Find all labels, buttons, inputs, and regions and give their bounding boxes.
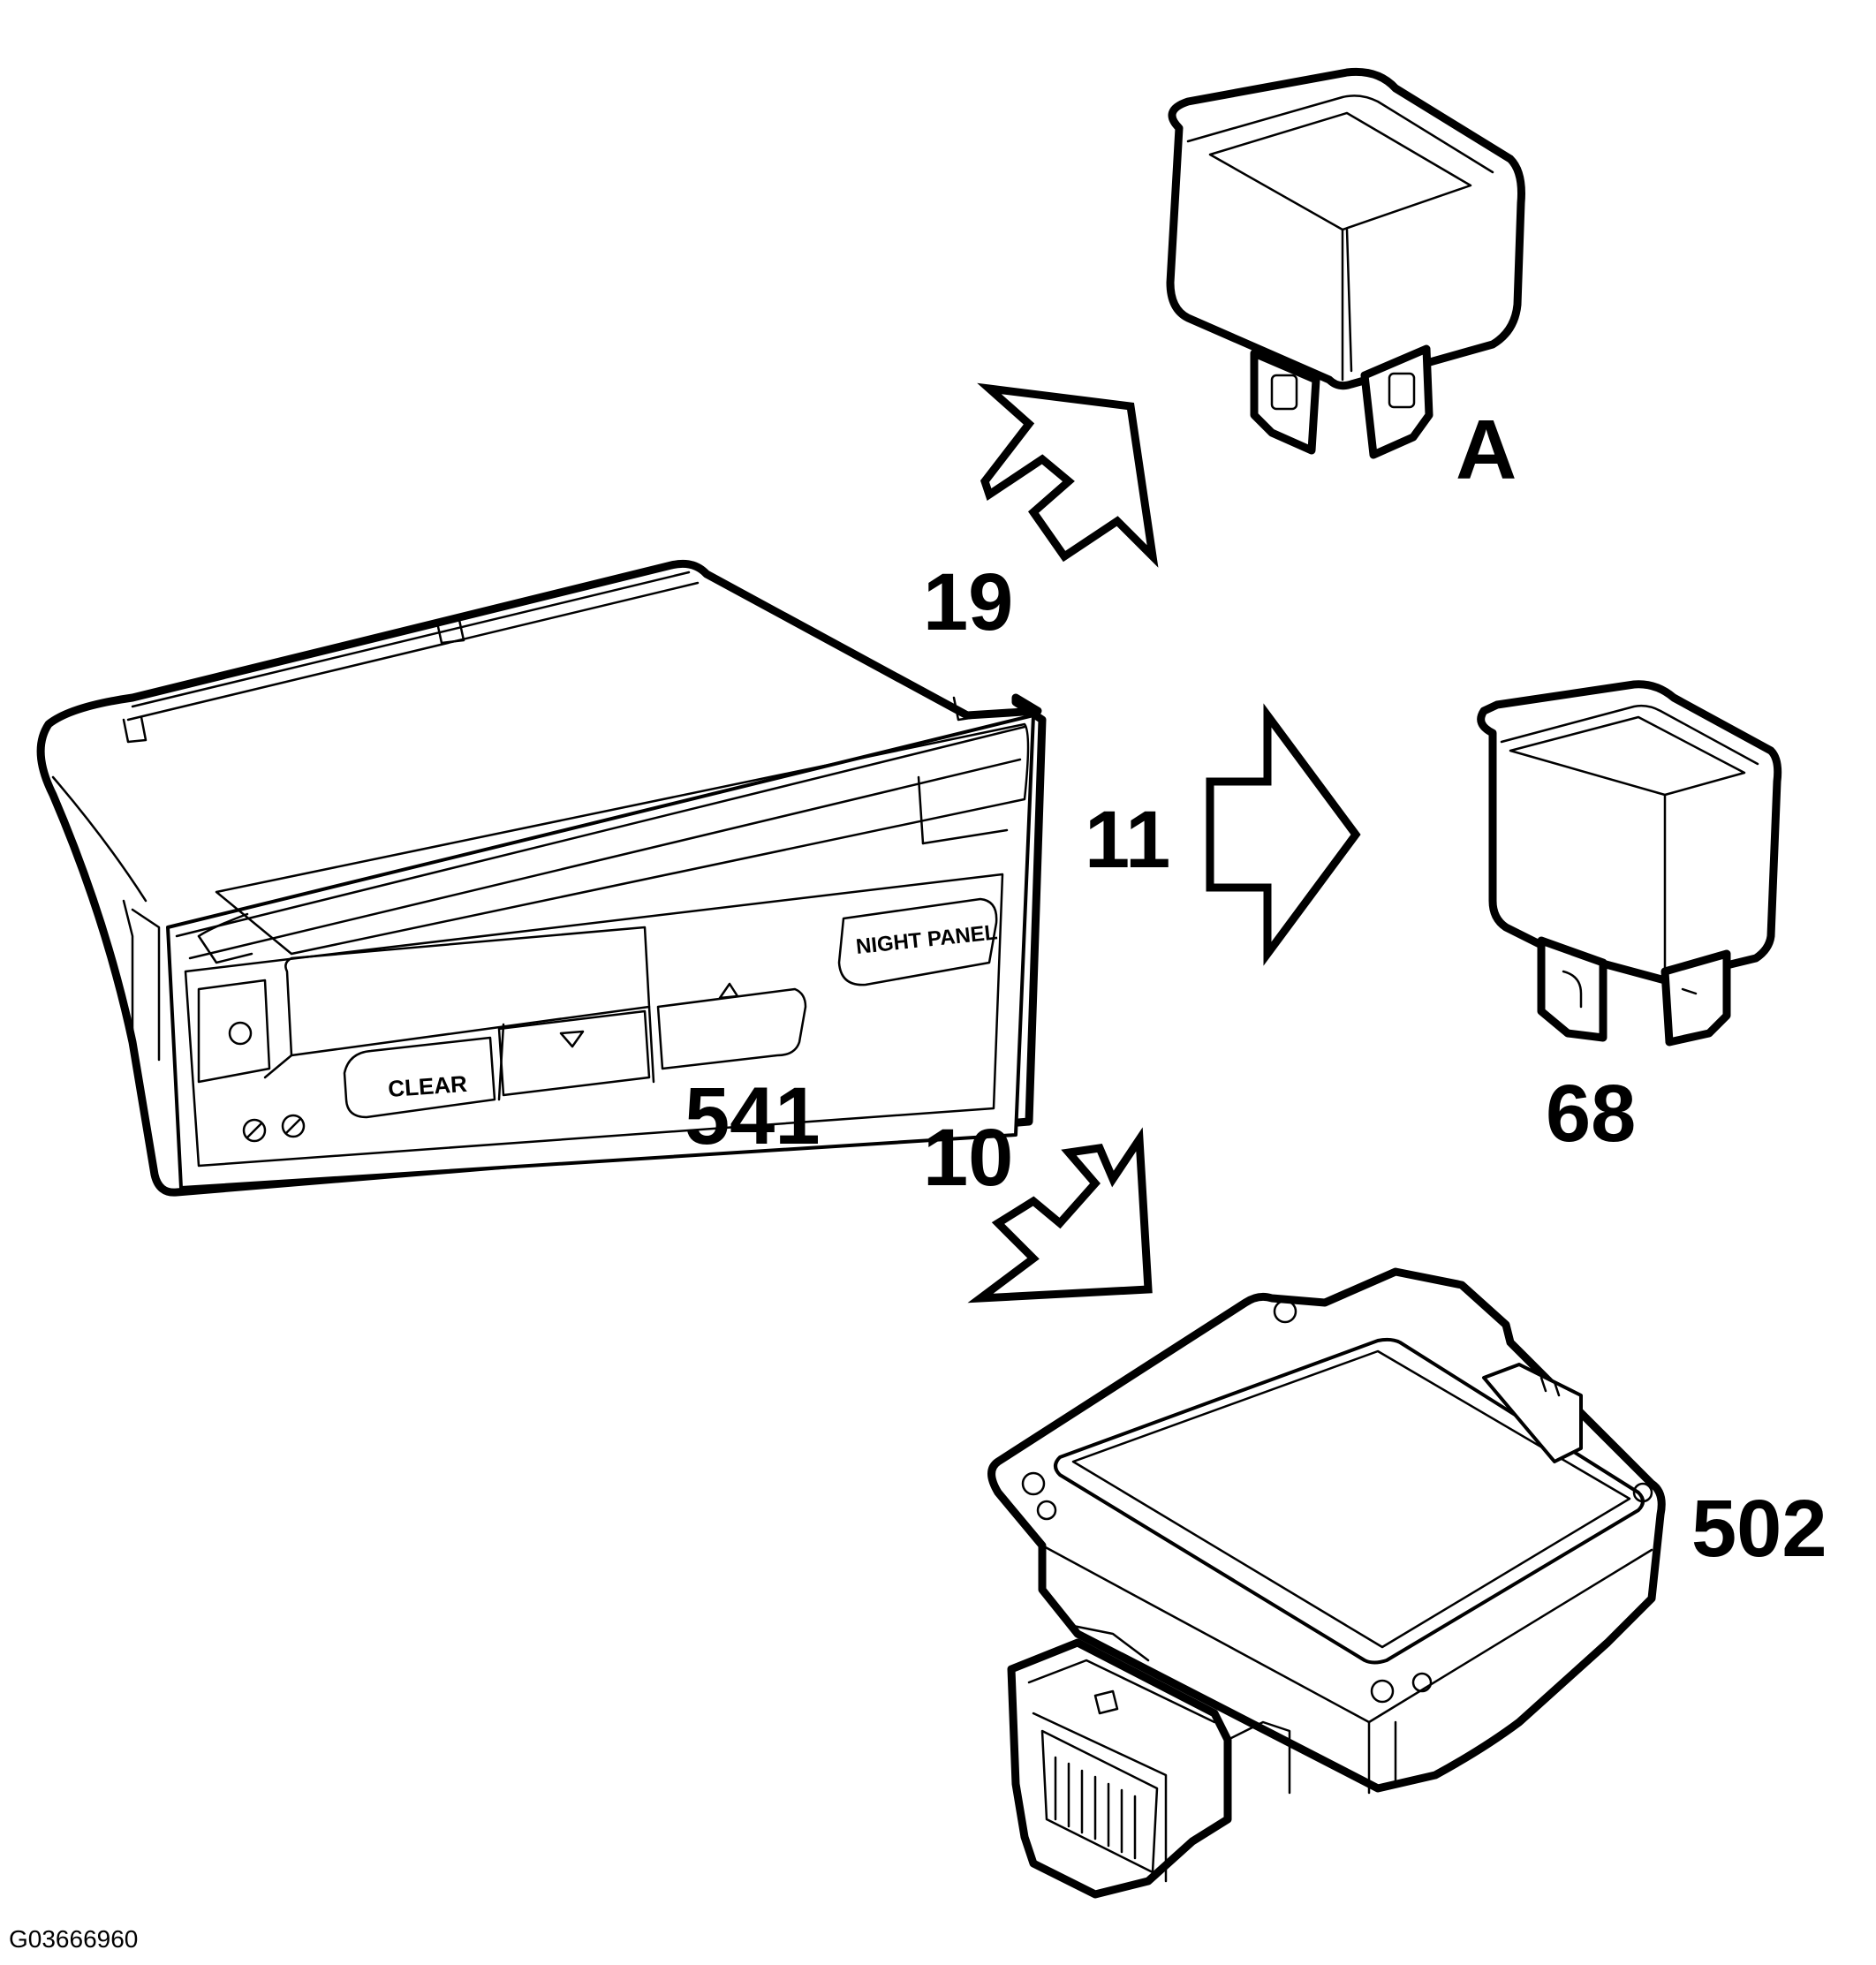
callout-letter-a: A <box>1456 403 1517 497</box>
callout-11: 11 <box>1085 795 1171 885</box>
relay-68-body <box>1477 680 1782 985</box>
mount-hole-icon <box>1021 1471 1046 1496</box>
arrow-11-to-relay-68 <box>1206 703 1361 966</box>
relay-68 <box>1477 680 1782 1047</box>
figure-code: G03666960 <box>9 1925 139 1953</box>
relay-a-terminal-left <box>1250 349 1320 455</box>
callout-10: 10 <box>923 1113 1014 1203</box>
relay-68-terminal-right <box>1660 949 1731 1047</box>
mount-hole-icon <box>1370 1679 1395 1704</box>
display-module-541: CLEAR NIGHT PANEL <box>36 559 1047 1197</box>
callout-68: 68 <box>1546 1069 1637 1159</box>
clear-button-label: CLEAR <box>387 1070 468 1102</box>
clear-button[interactable]: CLEAR <box>343 1036 496 1119</box>
up-button[interactable] <box>647 982 807 1084</box>
module-541-power-button-frame <box>197 979 271 1084</box>
relay-68-terminal-left <box>1537 936 1607 1042</box>
knob-left-icon[interactable] <box>242 1118 267 1143</box>
control-module-502 <box>987 1267 1666 1899</box>
knob-right-icon[interactable] <box>281 1114 306 1138</box>
arrow-19-to-relay-a <box>977 382 1159 568</box>
mount-hole-icon <box>1632 1482 1653 1503</box>
down-button[interactable] <box>497 1009 651 1101</box>
module-541-lower-display <box>284 926 651 1057</box>
power-button-icon[interactable] <box>228 1021 253 1046</box>
module-541-upper-display <box>215 722 1030 956</box>
callout-19: 19 <box>923 557 1014 647</box>
triangle-up-icon <box>718 982 739 1000</box>
module-541-bezel <box>166 714 1035 1190</box>
triangle-down-icon <box>559 1030 585 1048</box>
arrow-10-to-module-502 <box>967 1127 1153 1304</box>
callout-541: 541 <box>685 1071 821 1161</box>
mount-hole-icon <box>1273 1299 1297 1324</box>
callout-502: 502 <box>1691 1484 1827 1574</box>
module-502-connector-pins <box>1040 1729 1159 1874</box>
relay-a <box>1166 67 1525 459</box>
